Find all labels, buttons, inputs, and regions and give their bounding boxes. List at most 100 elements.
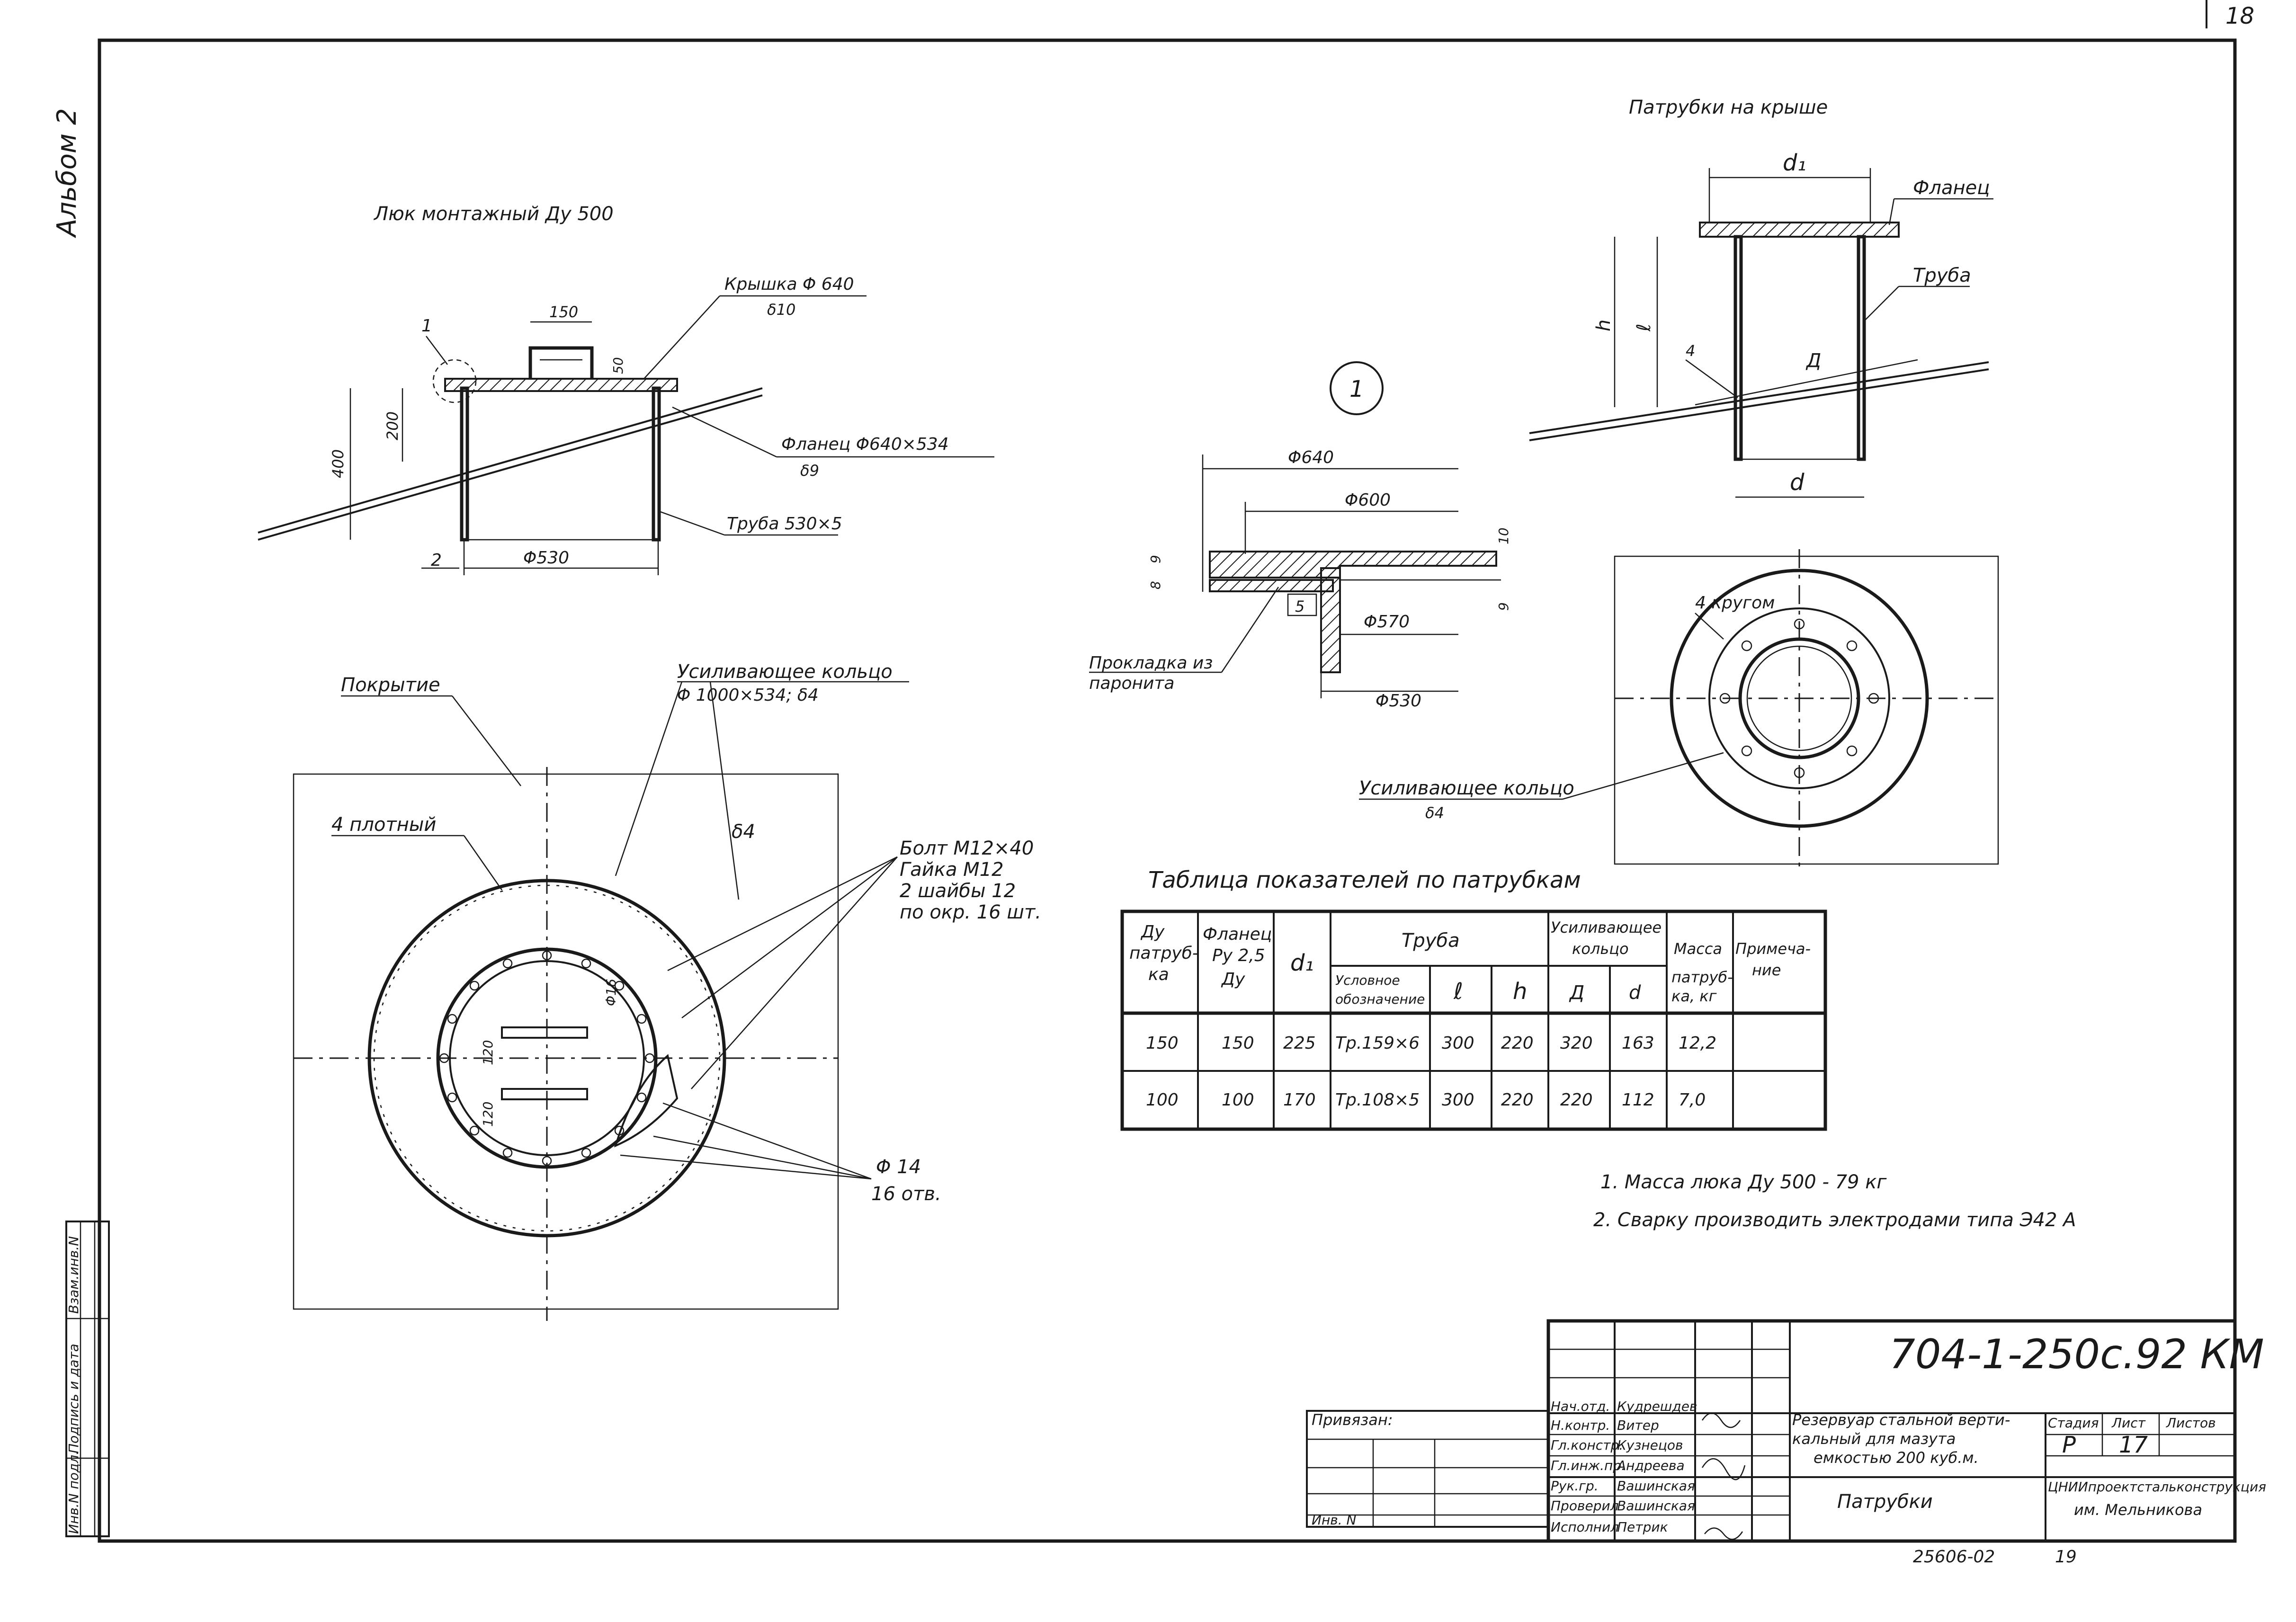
cutaway-section [614, 1054, 679, 1148]
detail-marker: 1 [1349, 376, 1364, 402]
org-line-2: им. Мельникова [2074, 1501, 2202, 1519]
cell-mass: 7,0 [1679, 1090, 1706, 1110]
bolt-hole [581, 958, 591, 969]
bolt-hole [502, 1148, 513, 1158]
gasket-line-2: паронита [1089, 674, 1174, 693]
side-inv: Инв.N подл. [66, 1451, 81, 1534]
ring-leader [615, 681, 683, 876]
holes-line-2: 16 отв. [871, 1183, 941, 1205]
name-5: Вашинская [1617, 1478, 1695, 1494]
hatch-elevation-view: Люк монтажный Ду 500 1 150 50 200 400 Φ5… [258, 203, 994, 575]
gasket-line-1: Прокладка из [1089, 653, 1213, 673]
cell-D: 220 [1560, 1090, 1593, 1110]
h-pipe-desig-1: Условное [1335, 972, 1400, 988]
gasket-leader [1221, 587, 1279, 673]
nozzle-plan-outline [1614, 555, 1999, 865]
s4-leader [709, 681, 740, 900]
nozzle-flange-circle [1708, 607, 1890, 789]
role-4: Гл.инж.пр. [1551, 1458, 1626, 1473]
cell-du: 150 [1146, 1034, 1179, 1053]
roof-nozzle-view: Патрубки на крыше d₁ ℓ h Д 4 d Фланец Тр… [1359, 97, 1999, 871]
h-du-3: ка [1148, 965, 1169, 984]
detail-marker-circle [1330, 361, 1384, 415]
d1: d₁ [1783, 150, 1806, 176]
h-du-1: Ду [1140, 922, 1165, 942]
h-mass-3: ка, кг [1671, 987, 1717, 1005]
name-7: Петрик [1617, 1519, 1668, 1535]
bolt-hole [447, 1092, 457, 1103]
bolt-hole [1846, 745, 1858, 757]
cover-leader [643, 295, 720, 379]
flange-leader [672, 406, 777, 458]
cell-flange: 100 [1222, 1090, 1254, 1110]
role-1: Нач.отд. [1551, 1399, 1610, 1414]
nozzle-roof-line-lower [1529, 368, 1989, 441]
cell-pipe: Тр.108×5 [1335, 1090, 1420, 1110]
D-dim-line [1695, 359, 1918, 406]
role-3: Гл.констр. [1551, 1437, 1623, 1453]
cell-d: 112 [1622, 1090, 1654, 1110]
flange-sub: δ9 [800, 462, 819, 480]
nozzle-ring-leader [1562, 752, 1724, 800]
pipe-wall-right [652, 386, 661, 542]
h-pipe-desig-2: обозначение [1335, 991, 1425, 1007]
nozzle-pipe-circle [1738, 637, 1860, 759]
h-flange-3: Ду [1221, 970, 1245, 989]
hatch-plan-view: 120 120 Φ16 Покрытие 4 плотный Усиливающ… [293, 661, 1041, 1321]
sheet-frame [98, 38, 2237, 1543]
table-row: 100 100 170 Тр.108×5 300 220 220 112 7,0 [1146, 1090, 1706, 1110]
nozzle-pipe-leader [1863, 286, 1899, 322]
label-2: 2 [431, 551, 442, 570]
nozzle-pipe-left [1733, 235, 1743, 461]
cell-du: 100 [1146, 1090, 1179, 1110]
pipe-label: Труба 530×5 [727, 514, 842, 534]
bolt-hole [644, 1053, 655, 1063]
nozzle-flange-leader [1888, 198, 1895, 225]
nozzle-pipe-right [1857, 235, 1866, 461]
cell-h: 220 [1501, 1090, 1534, 1110]
hatch-cover-outline [436, 947, 658, 1169]
reinforcing-ring-outer [367, 879, 726, 1238]
bolt-hole [1741, 640, 1752, 651]
weld-4: 4 [1686, 342, 1695, 360]
callout-leader [426, 336, 448, 365]
d530: Φ530 [1376, 691, 1421, 711]
h-dd: d [1629, 982, 1641, 1004]
bolt-hole [1719, 693, 1731, 704]
cell-flange: 150 [1222, 1034, 1254, 1053]
bolt-line-4: по окр. 16 шт. [900, 901, 1041, 923]
cell-pipe: Тр.159×6 [1335, 1034, 1420, 1053]
cover-sub: δ10 [767, 301, 795, 319]
bolt-hole [469, 1125, 480, 1136]
cover-label: Крышка Φ 640 [724, 275, 854, 294]
dim-9b: 9 [1148, 555, 1163, 563]
name-1: Кудрешдев [1617, 1399, 1697, 1414]
dim-50: 50 [610, 357, 626, 374]
bolt-hole [1868, 693, 1879, 704]
l-label: ℓ [1633, 323, 1655, 332]
stage-header: Стадия [2048, 1415, 2099, 1431]
d-label: d [1790, 469, 1805, 496]
bolt-hole [447, 1014, 457, 1024]
archive-sheet: 19 [2055, 1547, 2077, 1567]
h-ring-1: Усиливающее [1551, 918, 1662, 936]
name-6: Вашинская [1617, 1498, 1695, 1514]
nozzle-ring-outer [1670, 569, 1929, 828]
reinforcing-ring-weld [373, 884, 721, 1232]
cell-D: 320 [1560, 1034, 1593, 1053]
drawing-title: Патрубки [1837, 1491, 1933, 1513]
roof-line [258, 387, 763, 534]
side-sign: Подпись и дата [66, 1344, 81, 1453]
bolt-leader-2 [681, 856, 898, 1019]
sheet-header: Лист [2111, 1415, 2146, 1431]
h-mass-2: патруб- [1671, 968, 1733, 986]
flange-label: Фланец Φ640×534 [781, 435, 949, 454]
h-flange-1: Фланец [1203, 925, 1272, 944]
dim-9a: 9 [1496, 602, 1511, 611]
ring-s4: δ4 [732, 821, 755, 843]
bolt-hole [542, 950, 552, 961]
table-row: 150 150 225 Тр.159×6 300 220 320 163 12,… [1146, 1034, 1716, 1053]
D-label: Д [1805, 350, 1821, 372]
side-replace: Взам.инв.N [66, 1236, 81, 1314]
